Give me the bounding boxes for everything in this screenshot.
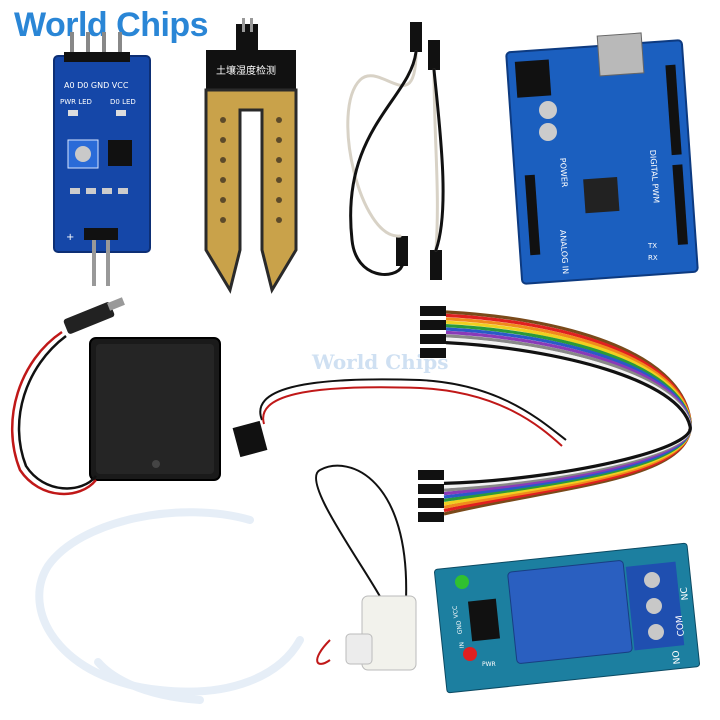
sensor-module: A0 D0 GND VCC PWR LED D0 LED +: [53, 32, 151, 286]
arduino-analog-label: ANALOG IN: [558, 230, 570, 275]
logo-text: World Chips: [14, 6, 209, 44]
relay-label-com: COM: [675, 615, 687, 637]
arduino-tx-label: TX: [647, 242, 657, 250]
ribbon-connectors: [418, 306, 446, 522]
sensor-label-d0: D0 LED: [110, 98, 136, 106]
ribbon-strand: [443, 341, 692, 485]
arduino-digital-label: DIGITAL PWM: [648, 150, 661, 204]
relay-module: NO COM NC VCC GND IN PWR: [434, 542, 700, 694]
soil-probe: 土壤湿度检测: [204, 18, 298, 294]
water-pump: [315, 464, 417, 671]
world-chips-logo: World Chips: [14, 6, 209, 45]
arduino-rx-label: RX: [648, 254, 658, 262]
arduino-board: POWER DIGITAL PWM ANALOG IN TX RX: [505, 32, 699, 285]
relay-label-vcc: VCC: [452, 605, 460, 618]
sensor-label-pins: A0 D0 GND VCC: [64, 81, 129, 90]
relay-label-in: IN: [458, 642, 466, 649]
jumper-wires: [346, 22, 445, 280]
arduino-power-label: POWER: [558, 158, 569, 189]
relay-label-no: NO: [672, 650, 683, 665]
dc-jack-cable: [232, 378, 567, 458]
probe-label: 土壤湿度检测: [216, 64, 276, 77]
silicone-tube: [35, 508, 304, 704]
relay-label-pwr: PWR: [482, 661, 496, 668]
sensor-label-pwr: PWR LED: [60, 98, 92, 106]
relay-label-gnd: GND: [456, 620, 464, 635]
ribbon-cable: [443, 310, 692, 516]
sensor-label-plus: +: [66, 232, 74, 243]
relay-label-nc: NC: [680, 587, 691, 601]
battery-box: [11, 297, 221, 496]
